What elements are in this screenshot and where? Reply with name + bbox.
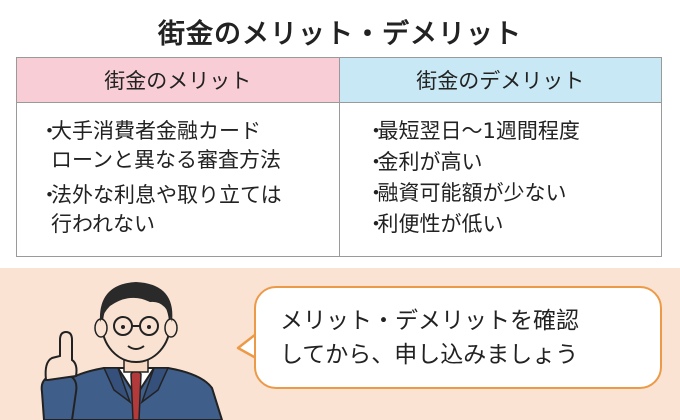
merit-text: 大手消費者金融カード ローンと異なる審査方法 — [51, 119, 281, 172]
demerit-text: 金利が高い — [377, 150, 483, 174]
speech-bubble: メリット・デメリットを確認 してから、申し込みましょう — [254, 286, 662, 389]
list-item: ・ 法外な利息や取り立ては 行われない — [39, 181, 329, 239]
bullet: ・ — [365, 119, 387, 143]
merits-header: 街金のメリット — [17, 58, 339, 103]
speech-line-2: してから、申し込みましょう — [280, 341, 579, 368]
demerit-text: 融資可能額が少ない — [377, 181, 567, 205]
list-item: ・ 利便性が低い — [366, 210, 652, 239]
bullet: ・ — [39, 183, 60, 207]
bullet: ・ — [365, 181, 387, 205]
bullet: ・ — [365, 150, 387, 174]
bullet: ・ — [39, 119, 60, 143]
list-item: ・ 融資可能額が少ない — [366, 179, 652, 208]
merits-column: 街金のメリット ・ 大手消費者金融カード ローンと異なる審査方法 ・ 法外な利息… — [17, 58, 339, 256]
list-item: ・ 最短翌日〜1週間程度 — [366, 117, 652, 146]
businessman-illustration — [40, 282, 224, 420]
speech-bubble-tail — [236, 333, 257, 360]
bullet: ・ — [365, 212, 387, 236]
demerits-column: 街金のデメリット ・ 最短翌日〜1週間程度 ・ 金利が高い ・ 融資可能額が少な… — [338, 58, 662, 256]
demerit-text: 最短翌日〜1週間程度 — [377, 119, 580, 143]
comparison-table: 街金のメリット ・ 大手消費者金融カード ローンと異なる審査方法 ・ 法外な利息… — [16, 57, 662, 257]
demerit-text: 利便性が低い — [377, 212, 504, 236]
demerits-header: 街金のデメリット — [339, 58, 661, 103]
merit-text: 法外な利息や取り立ては 行われない — [51, 183, 282, 236]
speech-line-1: メリット・デメリットを確認 — [280, 307, 579, 334]
page-title: 街金のメリット・デメリット — [158, 19, 522, 50]
list-item: ・ 大手消費者金融カード ローンと異なる審査方法 — [39, 117, 329, 175]
merits-list: ・ 大手消費者金融カード ローンと異なる審査方法 ・ 法外な利息や取り立ては 行… — [17, 103, 339, 256]
list-item: ・ 金利が高い — [366, 148, 652, 177]
demerits-list: ・ 最短翌日〜1週間程度 ・ 金利が高い ・ 融資可能額が少ない ・ 利便性が低… — [340, 103, 662, 256]
